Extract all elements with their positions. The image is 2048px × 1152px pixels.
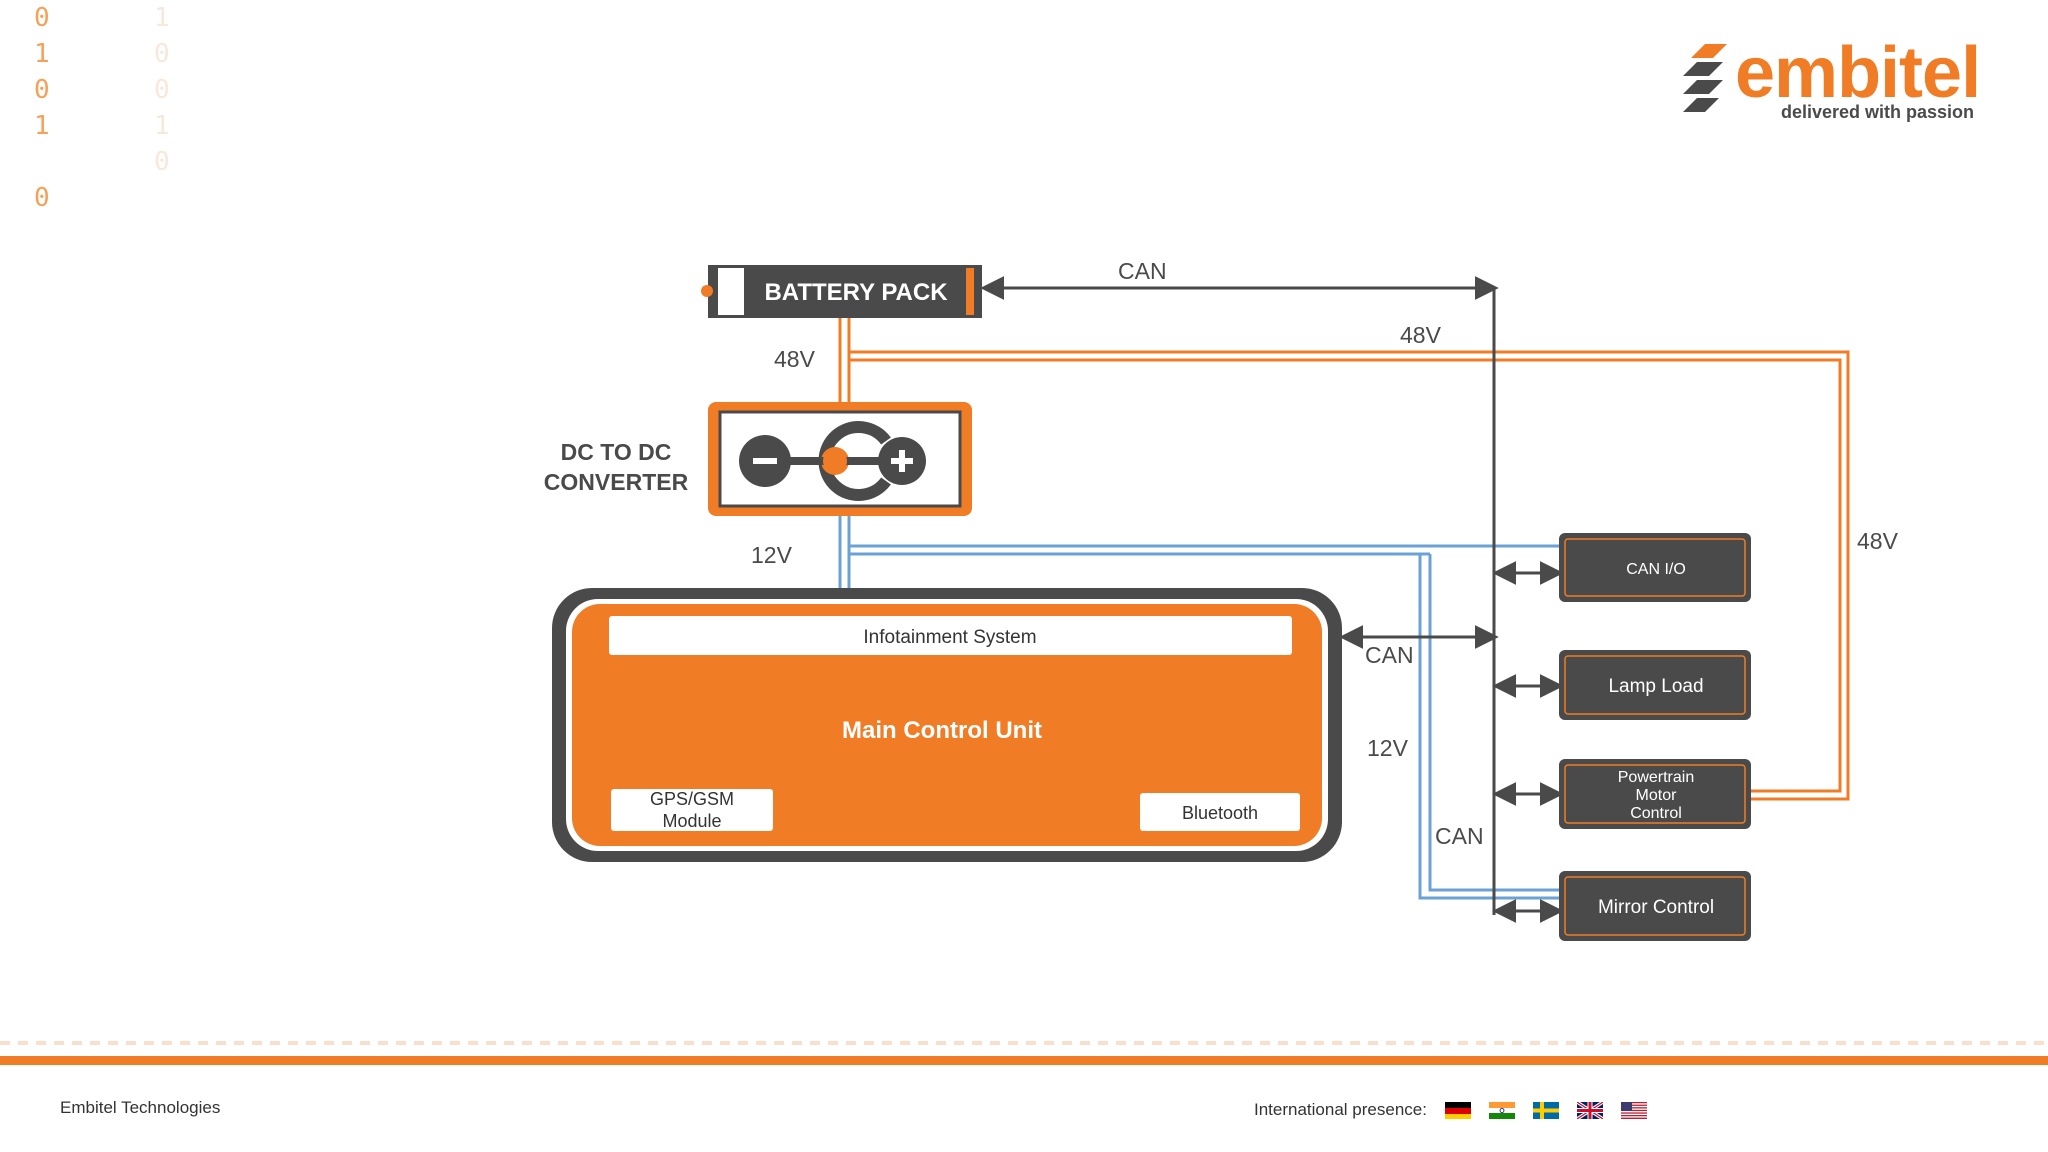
dc-converter-label-line1: DC TO DC bbox=[561, 439, 672, 465]
powertrain-label-line1: Powertrain bbox=[1618, 769, 1694, 786]
can-io-box: CAN I/O bbox=[1559, 533, 1751, 602]
lamp-load-label: Lamp Load bbox=[1608, 676, 1703, 697]
binary-digit: 0 bbox=[34, 183, 50, 213]
power-48v-lines bbox=[838, 318, 1850, 801]
can-bus-lines bbox=[980, 276, 1564, 923]
48v-label-top: 48V bbox=[1400, 322, 1442, 348]
powertrain-label-line2: Motor bbox=[1636, 787, 1678, 804]
48v-label-right: 48V bbox=[1857, 528, 1899, 554]
dc-converter-icon bbox=[739, 421, 926, 501]
binary-digit: 0 bbox=[34, 75, 50, 105]
dc-dc-converter bbox=[708, 402, 972, 516]
footer-dotted-line bbox=[0, 1041, 2048, 1045]
embitel-logo-mark-icon bbox=[1683, 44, 1727, 112]
infotainment-system: Infotainment System bbox=[863, 627, 1036, 648]
can-label-mid: CAN bbox=[1365, 642, 1414, 668]
sweden-flag-icon bbox=[1532, 1101, 1559, 1119]
gps-gsm-module-line1: GPS/GSM bbox=[650, 789, 734, 809]
binary-digit: 1 bbox=[34, 39, 50, 69]
binary-digit: 0 bbox=[154, 39, 170, 69]
12v-label-converter: 12V bbox=[751, 542, 793, 568]
binary-decoration-faint: 1 0 0 1 0 bbox=[154, 0, 170, 180]
binary-digit: 1 bbox=[34, 111, 50, 141]
lamp-load-box: Lamp Load bbox=[1559, 650, 1751, 720]
footer-presence: International presence: bbox=[1254, 1100, 1647, 1120]
footer-company: Embitel Technologies bbox=[60, 1098, 221, 1117]
battery-pack: BATTERY PACK bbox=[701, 265, 982, 318]
connection-labels: CAN 48V 48V 48V 12V CAN 12V CAN bbox=[751, 258, 1899, 849]
binary-digit: 0 bbox=[154, 75, 170, 105]
bluetooth-module: Bluetooth bbox=[1182, 803, 1258, 823]
germany-flag-icon bbox=[1444, 1101, 1471, 1119]
main-control-unit-label: Main Control Unit bbox=[842, 717, 1042, 744]
binary-digit: 1 bbox=[154, 3, 170, 33]
flag-list bbox=[1444, 1101, 1647, 1119]
dc-converter-label-line2: CONVERTER bbox=[544, 469, 689, 495]
binary-digit: 0 bbox=[34, 3, 50, 33]
binary-decoration: 0 1 0 1 0 1 0 0 1 0 bbox=[34, 0, 170, 216]
can-label-top: CAN bbox=[1118, 258, 1167, 284]
usa-flag-icon bbox=[1620, 1101, 1647, 1119]
can-io-label: CAN I/O bbox=[1626, 561, 1686, 578]
binary-digit: 0 bbox=[154, 147, 170, 177]
presence-label: International presence: bbox=[1254, 1100, 1427, 1119]
embitel-logo: embitel delivered with passion bbox=[1683, 33, 2003, 130]
48v-label-battery: 48V bbox=[774, 346, 816, 372]
mirror-control-label: Mirror Control bbox=[1598, 897, 1714, 918]
brand-name: embitel bbox=[1735, 33, 1981, 113]
powertrain-motor-control-box: Powertrain Motor Control bbox=[1559, 759, 1751, 829]
power-12v-lines bbox=[838, 514, 1559, 900]
footer-orange-bar bbox=[0, 1056, 2048, 1065]
mirror-control-box: Mirror Control bbox=[1559, 871, 1751, 941]
uk-flag-icon bbox=[1576, 1101, 1603, 1119]
brand-tagline: delivered with passion bbox=[1781, 102, 1975, 122]
main-control-unit: Infotainment System Main Control Unit GP… bbox=[552, 588, 1342, 862]
binary-digit: 1 bbox=[154, 111, 170, 141]
gps-gsm-module-line2: Module bbox=[662, 811, 721, 831]
can-label-low: CAN bbox=[1435, 823, 1484, 849]
powertrain-label-line3: Control bbox=[1630, 805, 1682, 822]
battery-pack-label: BATTERY PACK bbox=[764, 279, 948, 306]
india-flag-icon bbox=[1488, 1101, 1515, 1119]
12v-label-mid: 12V bbox=[1367, 735, 1409, 761]
